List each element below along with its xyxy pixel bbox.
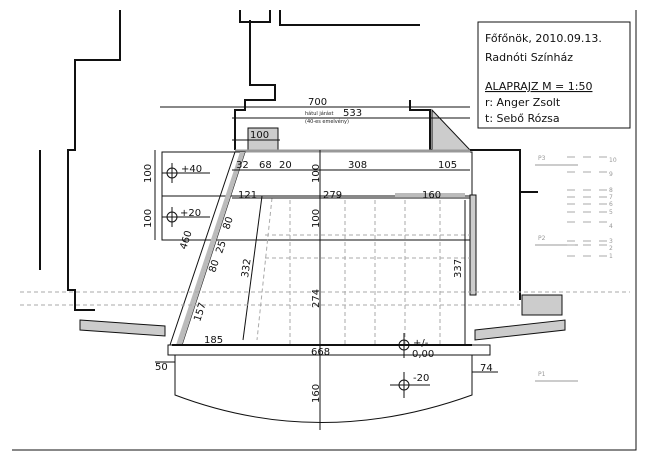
level-plus20: +20 [180,208,201,219]
legend-number: 1 [609,253,613,260]
platform-note: (40-es emelvény) [305,118,349,125]
legend-number: 10 [609,157,617,164]
dim-74: 74 [480,363,493,374]
dim-121: 121 [238,190,257,201]
dim-533: 533 [343,108,362,119]
legend-number: 3 [609,238,613,245]
title-drafter: t: Sebő Rózsa [485,112,560,125]
dim-105: 105 [438,160,457,171]
dim-80a: 80 [221,215,235,231]
legend-p1: P1 [538,371,546,378]
dimension-labels: 700 hátul járást (40-es emelvény) 533 10… [143,97,493,403]
dim-80b: 80 [207,258,221,274]
level-zero-value: 0,00 [412,349,434,360]
title-block: Főfőnök, 2010.09.13. Radnóti Színház ALA… [477,21,631,129]
seating-level-legend: P3 P2 P1 10 9 8 7 6 5 4 3 2 1 [535,155,617,382]
dim-185: 185 [204,335,223,346]
legend-number: 7 [609,194,613,201]
legend-number: 8 [609,187,613,194]
grid-dashes [20,150,630,430]
dim-668: 668 [311,347,330,358]
dim-308: 308 [348,160,367,171]
title-plan: ALAPRAJZ M = 1:50 [485,80,592,93]
dim-160-top: 160 [422,190,441,201]
dim-460: 460 [178,229,194,251]
dim-337: 337 [453,259,464,278]
dim-100-left2: 100 [143,209,154,228]
dim-274: 274 [311,289,322,308]
level-labels: +40 +20 +/- 0,00 -20 [180,164,434,384]
legend-number: 5 [609,209,613,216]
dim-279: 279 [323,190,342,201]
dim-100-top: 100 [250,130,269,141]
dim-50: 50 [155,362,168,373]
legend-number: 4 [609,223,613,230]
dim-25: 25 [214,239,228,255]
title-date: Főfőnök, 2010.09.13. [485,32,602,45]
dim-100-mid1: 100 [311,164,322,183]
legend-p2: P2 [538,235,546,242]
dimension-lines [154,106,498,373]
legend-number: 6 [609,201,613,208]
dim-700: 700 [308,97,327,108]
level-plus40: +40 [181,164,202,175]
legend-number: 2 [609,245,613,252]
dim-100-mid2: 100 [311,209,322,228]
dim-32: 32 [236,160,249,171]
title-theatre: Radnóti Színház [485,51,573,64]
dim-20: 20 [279,160,292,171]
title-designer: r: Anger Zsolt [485,96,561,109]
level-minus20: -20 [413,373,429,384]
legend-number: 9 [609,171,613,178]
legend-p3: P3 [538,155,546,162]
level-zero-sign: +/- [413,338,429,349]
dim-100-left1: 100 [143,164,154,183]
sheet-frame [12,10,637,451]
dim-68: 68 [259,160,272,171]
dim-332: 332 [240,258,254,278]
level-markers [162,163,430,398]
dim-160-apron: 160 [311,384,322,403]
rear-walkway-note: hátul járást [305,110,334,117]
